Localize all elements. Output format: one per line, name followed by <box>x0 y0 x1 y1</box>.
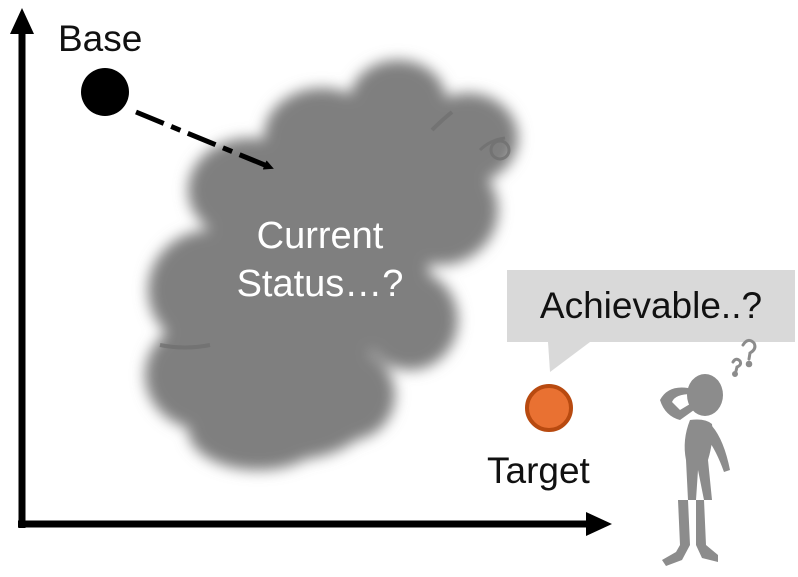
current-status-line1: Current <box>256 215 384 257</box>
current-status-cloud <box>145 60 518 470</box>
target-label: Target <box>487 450 590 491</box>
axes <box>10 8 612 536</box>
current-status-line2: Status…? <box>236 263 404 305</box>
current-status-label: Current Status…? <box>210 212 430 308</box>
thinking-person-icon <box>660 374 730 566</box>
speech-bubble-text: Achievable..? <box>539 285 763 326</box>
speech-bubble <box>507 270 795 372</box>
y-axis-arrowhead <box>10 8 34 34</box>
x-axis-arrowhead <box>586 512 612 536</box>
base-to-current-arrow <box>135 109 274 171</box>
base-label: Base <box>58 18 143 59</box>
cloud-fragments <box>159 110 511 350</box>
target-point <box>525 384 573 432</box>
base-point <box>81 68 129 116</box>
question-marks <box>731 338 757 377</box>
